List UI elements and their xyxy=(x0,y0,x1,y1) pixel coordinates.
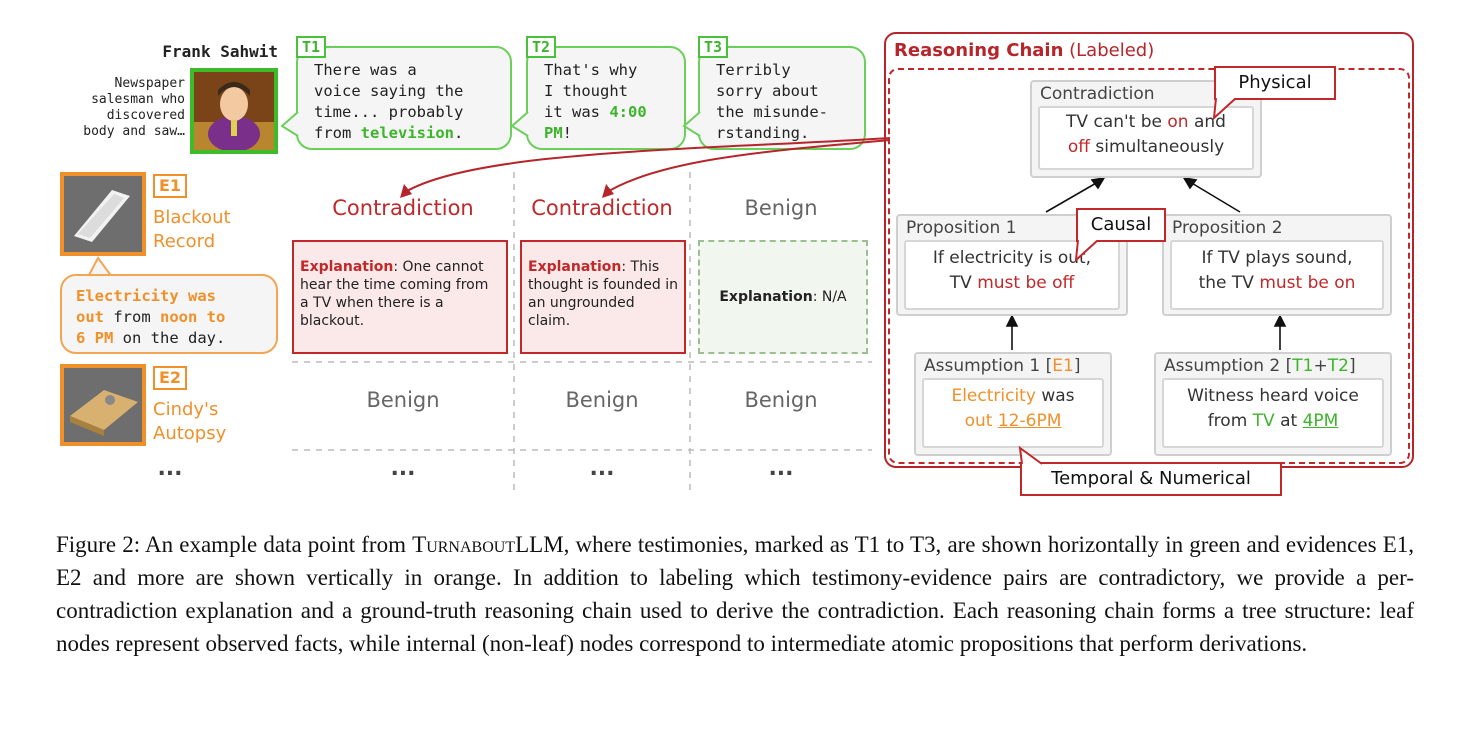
cell-title-t2-e2: Benign xyxy=(565,388,639,412)
evidence-label-e1: E1 xyxy=(153,174,188,198)
cell-title-t1-e2: Benign xyxy=(366,388,440,412)
node-proposition-2: Proposition 2 If TV plays sound, the TV … xyxy=(1162,214,1392,316)
callout-pointer-icon xyxy=(1018,446,1043,465)
evidence-label-e2: E2 xyxy=(153,366,188,390)
bubble-tail-icon xyxy=(280,111,299,137)
evidence-ellipsis: ... xyxy=(157,456,183,481)
callout-causal: Causal xyxy=(1076,208,1166,242)
character-description: Newspaper salesman who discovered body a… xyxy=(83,76,185,139)
evidence-title-e2: Cindy's Autopsy xyxy=(153,399,227,444)
testimony-bubble-t1: There was a voice saying the time... pro… xyxy=(296,46,512,150)
evidence-image-cindys-autopsy xyxy=(60,364,146,446)
testimony-bubble-t2: That's why I thought it was 4:00 PM! xyxy=(526,46,686,150)
explanation-t1-e1: Explanation: One cannot hear the time co… xyxy=(292,240,508,354)
callout-pointer-icon xyxy=(1212,98,1237,121)
reasoning-chain-title: Reasoning Chain (Labeled) xyxy=(894,40,1155,61)
character-name: Frank Sahwit xyxy=(162,42,278,61)
matrix-ellipsis: ... xyxy=(589,456,615,481)
testimony-label-t2: T2 xyxy=(526,36,557,58)
cell-title-t1-e1: Contradiction xyxy=(332,196,474,220)
matrix-ellipsis: ... xyxy=(768,456,794,481)
evidence-description-bubble: Electricity was out from noon to 6 PM on… xyxy=(60,274,278,354)
cell-title-t3-e1: Benign xyxy=(744,196,818,220)
node-assumption-2: Assumption 2 [T1+T2] Witness heard voice… xyxy=(1154,352,1392,456)
bubble-tail-icon xyxy=(510,111,529,137)
node-assumption-1: Assumption 1 [E1] Electricity was out 12… xyxy=(914,352,1112,456)
testimony-label-t3: T3 xyxy=(698,36,729,58)
bubble-tail-icon xyxy=(682,111,701,137)
character-portrait xyxy=(190,68,278,154)
figure-caption: Figure 2: An example data point from Tur… xyxy=(56,532,1415,656)
explanation-t3-e1: Explanation: N/A xyxy=(698,240,868,354)
cell-title-t3-e2: Benign xyxy=(744,388,818,412)
explanation-t2-e1: Explanation: This thought is founded in … xyxy=(520,240,686,354)
evidence-title-e1: Blackout Record xyxy=(153,207,231,252)
testimony-bubble-t3: Terribly sorry about the misunde- rstand… xyxy=(698,46,866,150)
callout-physical: Physical xyxy=(1214,66,1336,100)
matrix-ellipsis: ... xyxy=(390,456,416,481)
bubble-tail-icon xyxy=(87,256,113,278)
callout-temporal-numerical: Temporal & Numerical xyxy=(1020,462,1282,496)
evidence-image-blackout-record xyxy=(60,172,146,256)
testimony-label-t1: T1 xyxy=(296,36,327,58)
callout-pointer-icon xyxy=(1074,240,1099,263)
cell-title-t2-e1: Contradiction xyxy=(531,196,673,220)
